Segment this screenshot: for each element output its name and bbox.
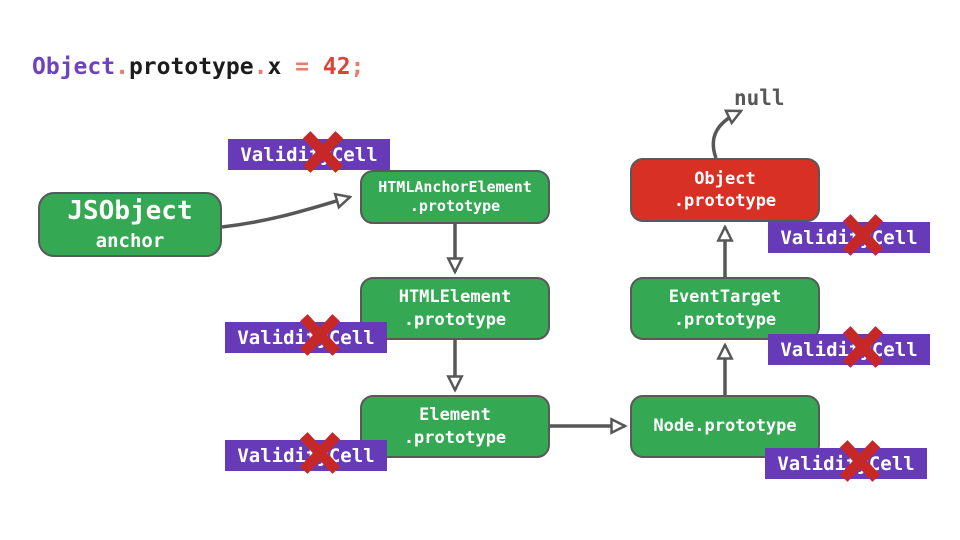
node-label: JSObject xyxy=(67,196,193,227)
node-event-target-prototype: EventTarget .prototype xyxy=(630,277,820,340)
node-sublabel: .prototype xyxy=(673,191,777,211)
code-token-x: x xyxy=(267,54,282,80)
node-label: Element xyxy=(419,405,491,426)
code-token-dot: . xyxy=(115,54,129,80)
code-token-prototype: prototype xyxy=(128,54,254,80)
node-jsobject: JSObject anchor xyxy=(38,192,222,257)
node-sublabel: .prototype xyxy=(409,197,501,215)
node-element-prototype: Element .prototype xyxy=(360,395,550,458)
invalidated-x-icon xyxy=(842,326,884,368)
node-label: EventTarget xyxy=(668,287,782,308)
validity-cell-label: ValidityCell xyxy=(780,226,918,249)
invalidated-x-icon xyxy=(842,214,884,256)
node-sublabel: anchor xyxy=(95,230,165,253)
node-sublabel: .prototype xyxy=(673,309,777,330)
invalidated-x-icon xyxy=(299,314,341,356)
code-token-object: Object xyxy=(32,54,116,80)
node-html-element-prototype: HTMLElement .prototype xyxy=(360,277,550,340)
node-html-anchor-element-prototype: HTMLAnchorElement .prototype xyxy=(360,170,550,224)
validity-cell-label: ValidityCell xyxy=(237,444,375,467)
invalidated-x-icon xyxy=(839,440,881,482)
code-token-42: 42 xyxy=(322,54,351,80)
validity-cell-badge-event-target: ValidityCell xyxy=(768,326,930,368)
code-token-equals: = xyxy=(281,54,323,80)
node-label: HTMLElement xyxy=(398,287,512,308)
node-label: HTMLAnchorElement xyxy=(378,177,532,196)
validity-cell-badge-node: ValidityCell xyxy=(765,440,927,482)
null-label: null xyxy=(734,86,785,110)
node-object-prototype: Object .prototype xyxy=(630,158,820,222)
node-sublabel: .prototype xyxy=(403,309,507,330)
node-label: Node.prototype xyxy=(653,416,797,437)
validity-cell-label: ValidityCell xyxy=(777,452,915,475)
validity-cell-badge-element: ValidityCell xyxy=(225,432,387,474)
node-sublabel: .prototype xyxy=(403,427,507,448)
validity-cell-label: ValidityCell xyxy=(780,338,918,361)
code-token-dot: . xyxy=(253,54,268,80)
validity-cell-badge-object-prototype: ValidityCell xyxy=(768,214,930,256)
validity-cell-badge-html-anchor: ValidityCell xyxy=(228,131,390,173)
validity-cell-label: ValidityCell xyxy=(237,326,375,349)
validity-cell-badge-html-element: ValidityCell xyxy=(225,314,387,356)
validity-cell-label: ValidityCell xyxy=(240,143,378,166)
invalidated-x-icon xyxy=(302,131,344,173)
node-node-prototype: Node.prototype xyxy=(630,395,820,458)
code-line: Object.prototype.x = 42; xyxy=(32,54,364,80)
invalidated-x-icon xyxy=(299,432,341,474)
arrow-object-prototype-to-null xyxy=(711,109,741,159)
node-label: Object xyxy=(694,168,756,189)
code-token-semicolon: ; xyxy=(350,54,365,80)
arrow-jsobject-to-html-anchor xyxy=(221,197,350,229)
